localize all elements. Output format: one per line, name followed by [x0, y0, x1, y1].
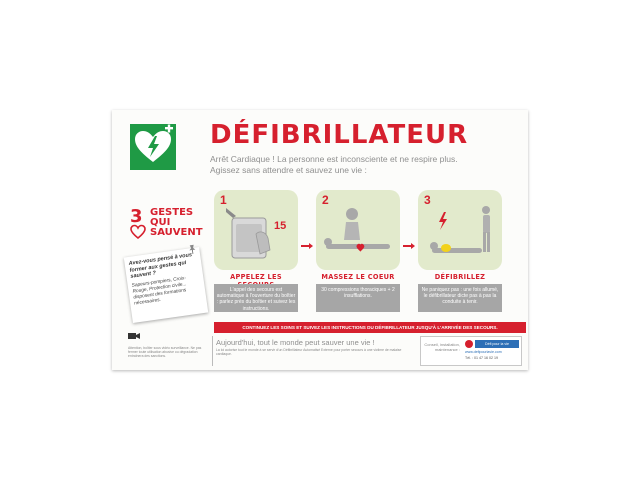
- company-logo-icon: [465, 340, 473, 348]
- training-note: Avez-vous pensé à vous former aux gestes…: [123, 244, 209, 323]
- aed-heart-icon: [130, 124, 176, 170]
- step-1-panel: 1 15: [214, 190, 298, 270]
- emergency-number: 15: [274, 220, 287, 232]
- step-2-description: 30 compressions thoraciques + 2 insuffla…: [316, 284, 400, 312]
- surveillance-notice: Attention, boîtier sous vidéo surveillan…: [128, 328, 208, 359]
- footer-text: La loi autorise tout le monde à se servi…: [216, 348, 402, 357]
- defibrillator-poster: DÉFIBRILLATEUR Arrêt Cardiaque ! La pers…: [112, 110, 528, 370]
- footer-title: Aujourd'hui, tout le monde peut sauver u…: [216, 338, 375, 347]
- poster-subtitle: Arrêt Cardiaque ! La personne est incons…: [210, 154, 458, 175]
- step-1-description: L'appel des secours est automatique à l'…: [214, 284, 298, 312]
- divider: [212, 336, 213, 366]
- step-3-panel: 3: [418, 190, 502, 270]
- contact-text: Conseil, installation, maintenance :: [424, 342, 460, 352]
- instructions-banner: CONTINUEZ LES SOINS ET SUIVEZ LES INSTRU…: [214, 322, 526, 333]
- step-3-description: Ne paniquez pas : une fois allumé, le dé…: [418, 284, 502, 312]
- contact-box: Conseil, installation, maintenance : Déf…: [420, 336, 522, 366]
- defibrillation-icon: [430, 206, 490, 253]
- company-name: Défi pour la vie: [475, 340, 519, 348]
- gestes-number: 3: [130, 206, 143, 227]
- company-website: www.defipourlavie.com: [465, 350, 502, 354]
- step-2-panel: 2: [316, 190, 400, 270]
- company-phone: Tél. : 01 47 16 02 19: [465, 356, 498, 360]
- camera-icon: [128, 333, 140, 339]
- step-3-label: DÉFIBRILLEZ: [434, 273, 486, 281]
- poster-title: DÉFIBRILLATEUR: [210, 120, 469, 150]
- heart-outline-icon: [130, 224, 146, 240]
- gestes-logo: 3 GESTES QUI SAUVENT: [130, 206, 225, 246]
- arrow-right-icon: [403, 243, 415, 249]
- pin-icon: [189, 244, 196, 255]
- step-2-label: MASSEZ LE COEUR: [321, 273, 395, 281]
- gestes-text: GESTES QUI SAUVENT: [150, 207, 203, 238]
- arrow-right-icon: [301, 243, 313, 249]
- cpr-person-icon: [324, 208, 390, 252]
- aed-cabinet-icon: [226, 208, 271, 259]
